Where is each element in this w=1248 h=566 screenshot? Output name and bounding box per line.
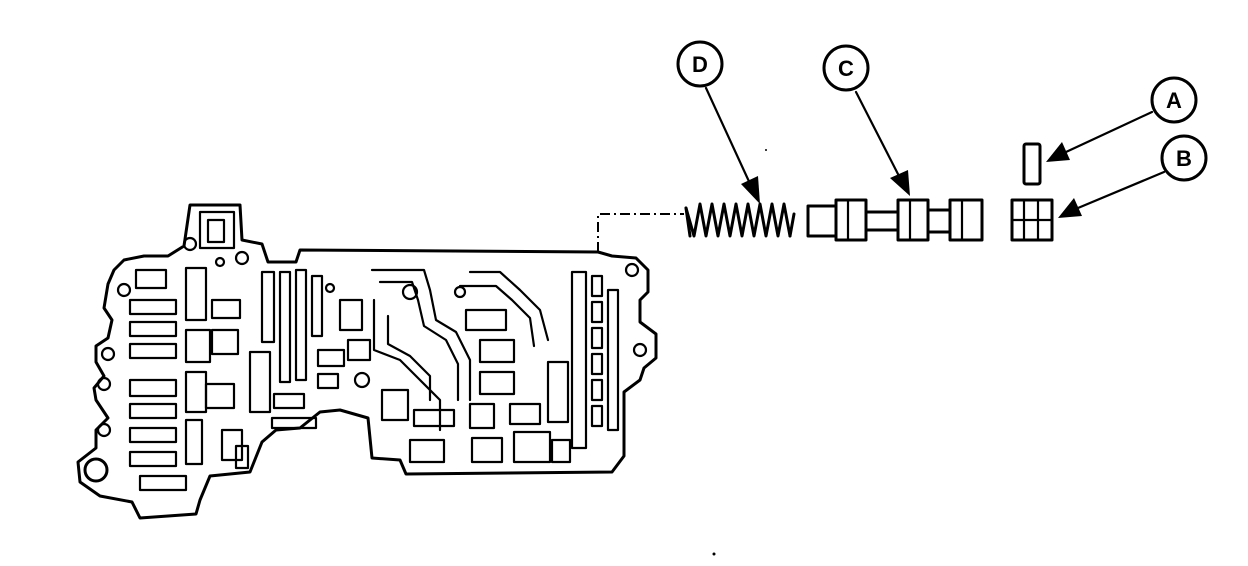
callout-d: D xyxy=(676,40,724,88)
callout-c-label: C xyxy=(838,56,854,81)
arrowhead-b xyxy=(1058,198,1082,218)
valve-spool xyxy=(806,198,984,242)
bolt-hole xyxy=(214,256,226,268)
bolt-hole xyxy=(182,236,198,252)
callout-a: A xyxy=(1150,76,1198,124)
bolt-hole xyxy=(96,422,112,438)
bolt-hole xyxy=(453,285,467,299)
plug xyxy=(1010,198,1054,242)
scan-speck xyxy=(765,149,767,151)
valve-body-top-tab xyxy=(198,210,236,250)
callout-b: B xyxy=(1160,134,1208,182)
bolt-hole xyxy=(100,346,116,362)
retainer-pin xyxy=(1022,142,1042,186)
callout-b-label: B xyxy=(1176,146,1192,171)
arrowhead-a xyxy=(1046,142,1070,162)
leader-line-b xyxy=(1076,170,1166,210)
arrowhead-c xyxy=(890,170,910,196)
valve-body xyxy=(76,203,658,520)
leader-lines xyxy=(704,86,1166,218)
valve-body-outline xyxy=(76,203,658,520)
bolt-hole xyxy=(234,250,250,266)
bolt-hole xyxy=(96,376,112,392)
callout-a-label: A xyxy=(1166,88,1182,113)
spring xyxy=(684,202,796,238)
fluid-passages xyxy=(128,266,620,492)
leader-line-c xyxy=(854,90,902,180)
bolt-hole xyxy=(353,371,371,389)
leader-line-a xyxy=(1064,110,1154,154)
assembly-center-line xyxy=(597,213,684,252)
bolt-hole xyxy=(324,282,336,294)
leader-line-d xyxy=(704,86,754,190)
bolt-hole xyxy=(624,262,640,278)
bolt-hole xyxy=(116,282,132,298)
scan-speck xyxy=(712,552,716,556)
callout-d-label: D xyxy=(692,52,708,77)
bolt-hole xyxy=(401,283,419,301)
valve-body-top-tab-inner xyxy=(206,218,226,244)
bolt-hole xyxy=(632,342,648,358)
bolt-hole-large xyxy=(83,457,109,483)
arrowhead-d xyxy=(741,176,760,204)
callout-c: C xyxy=(822,44,870,92)
